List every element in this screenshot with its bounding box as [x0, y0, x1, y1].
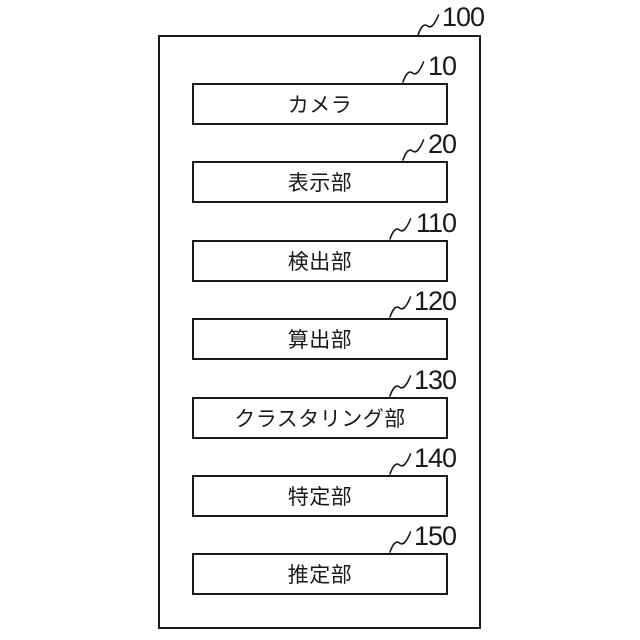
- unit-box-display: 表示部: [192, 161, 448, 203]
- unit-identification: 140 特定部: [192, 445, 457, 517]
- unit-label: 表示部: [287, 172, 353, 195]
- unit-box-calculation: 算出部: [192, 318, 448, 360]
- ref-number: 150: [413, 521, 457, 551]
- unit-label: 算出部: [287, 329, 353, 352]
- ref-number-system: 100: [442, 2, 485, 32]
- ref-number: 10: [427, 51, 457, 81]
- ref-number: 20: [427, 129, 457, 159]
- leader-line: [389, 375, 412, 397]
- ref-number: 130: [413, 365, 457, 395]
- leader-line: [389, 531, 412, 553]
- leader-line: [389, 296, 412, 318]
- leader-line: [402, 139, 425, 161]
- leader-line-system: [417, 14, 440, 36]
- ref-number: 120: [413, 286, 457, 316]
- unit-box-estimation: 推定部: [192, 553, 448, 595]
- unit-label: カメラ: [287, 94, 353, 117]
- unit-clustering: 130 クラスタリング部: [192, 367, 457, 439]
- unit-box-clustering: クラスタリング部: [192, 397, 448, 439]
- unit-label: 特定部: [287, 486, 353, 509]
- unit-calculation: 120 算出部: [192, 288, 457, 360]
- unit-label: 検出部: [287, 251, 353, 274]
- unit-camera: 10 カメラ: [192, 53, 457, 125]
- unit-label: クラスタリング部: [234, 408, 406, 431]
- unit-estimation: 150 推定部: [192, 523, 457, 595]
- ref-number: 110: [415, 208, 457, 238]
- unit-box-identification: 特定部: [192, 475, 448, 517]
- ref-number: 140: [413, 443, 457, 473]
- unit-detection: 110 検出部: [192, 210, 457, 282]
- unit-label: 推定部: [287, 564, 353, 587]
- leader-line: [389, 453, 412, 475]
- leader-line: [389, 218, 412, 240]
- unit-display: 20 表示部: [192, 131, 457, 203]
- unit-box-detection: 検出部: [192, 240, 448, 282]
- unit-box-camera: カメラ: [192, 83, 448, 125]
- leader-line: [402, 61, 425, 83]
